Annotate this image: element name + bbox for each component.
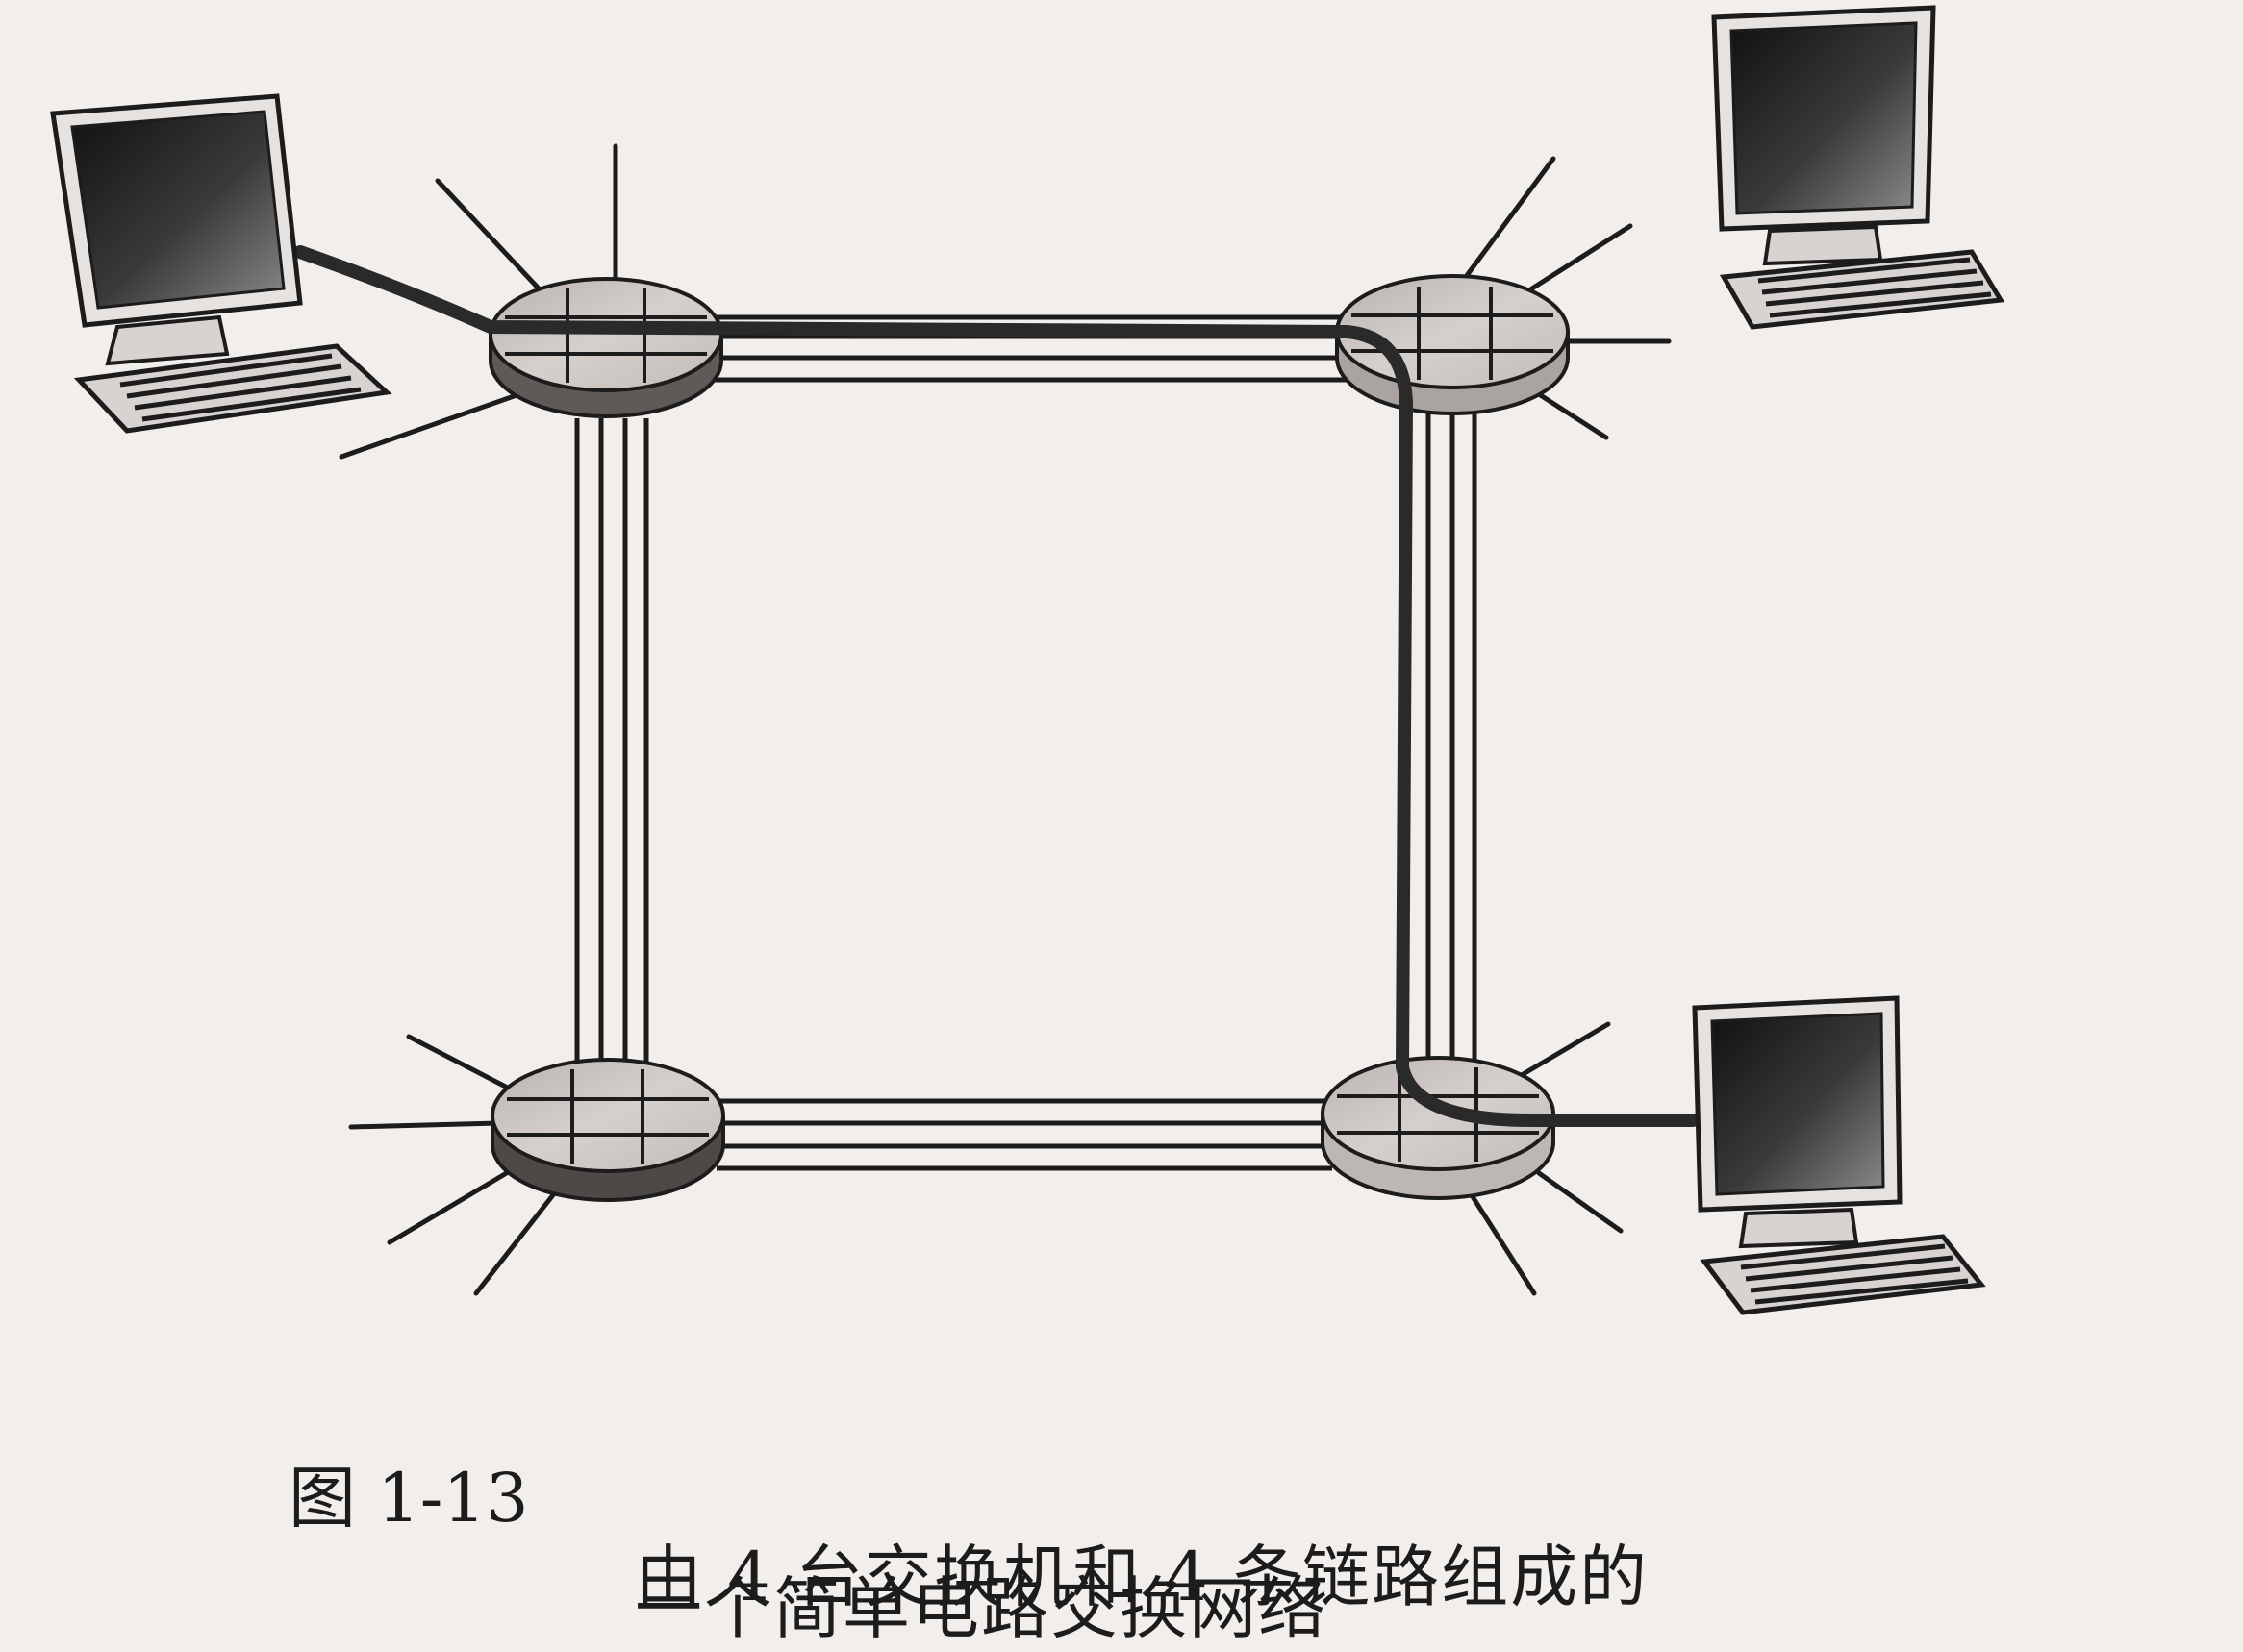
switch-bottom-left (491, 1058, 725, 1202)
keyboard-icon (1719, 249, 2005, 330)
switch-spokes (339, 143, 1672, 1296)
figure-caption-text-2: 一个简单电路交换网络 (635, 1569, 1327, 1648)
host-top-left (50, 93, 392, 434)
dedicated-circuit-path (293, 245, 1700, 1127)
circuit-switched-network-diagram (50, 5, 2005, 1315)
link-right (1401, 413, 1477, 1067)
figure-number: 图 1-13 (289, 1459, 529, 1538)
monitor-icon (1692, 995, 1903, 1249)
keyboard-icon (73, 343, 392, 434)
figure-caption-line-2: 一个简单电路交换网络 (0, 1476, 2243, 1648)
link-left (574, 418, 649, 1067)
host-bottom-right (1692, 995, 1986, 1315)
link-bottom (717, 1098, 1332, 1171)
monitor-icon (1711, 5, 1936, 266)
host-top-right (1711, 5, 2005, 330)
keyboard-icon (1700, 1234, 1986, 1315)
monitor-icon (50, 93, 303, 366)
switch-bottom-right (1321, 1056, 1555, 1200)
switch-top-left (489, 277, 723, 418)
